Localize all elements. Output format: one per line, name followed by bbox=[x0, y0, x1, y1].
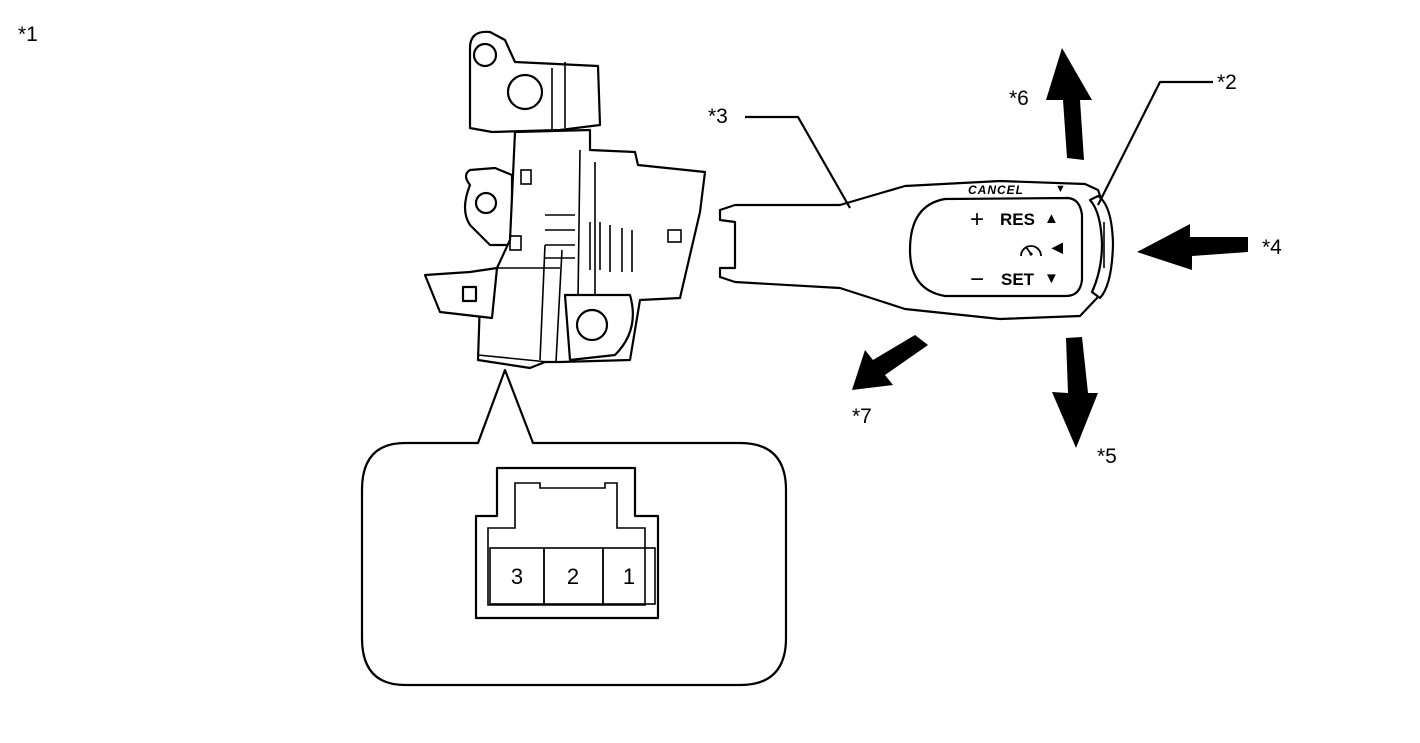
connector-pin-2: 2 bbox=[566, 564, 580, 589]
res-label: RES bbox=[1000, 210, 1035, 229]
connector-callout bbox=[360, 368, 788, 687]
cancel-marker-icon: ▼ bbox=[1055, 183, 1066, 195]
callout-1: *1 bbox=[18, 23, 38, 46]
plus-sign: + bbox=[970, 206, 985, 233]
set-down-marker-icon: ▼ bbox=[1044, 270, 1059, 287]
connector-pin-3: 3 bbox=[510, 564, 524, 589]
set-label: SET bbox=[1001, 270, 1035, 289]
speedometer-icon bbox=[1017, 238, 1045, 260]
cancel-label: CANCEL bbox=[968, 183, 1024, 197]
minus-sign: − bbox=[970, 266, 985, 293]
switch-body bbox=[423, 30, 707, 370]
arrow-up-6 bbox=[1046, 48, 1092, 160]
callout-6: *6 bbox=[1009, 87, 1029, 110]
main-left-marker-icon: ◀ bbox=[1052, 239, 1063, 255]
arrow-left-4 bbox=[1137, 224, 1248, 270]
callout-3: *3 bbox=[708, 105, 728, 128]
callout-7: *7 bbox=[852, 405, 872, 428]
connector-pin-1: 1 bbox=[622, 564, 636, 589]
arrow-down-5 bbox=[1052, 337, 1098, 448]
callout-2: *2 bbox=[1217, 71, 1237, 94]
lever-arm bbox=[718, 179, 1115, 321]
leader-lines bbox=[745, 80, 1213, 209]
callout-5: *5 bbox=[1097, 445, 1117, 468]
res-up-marker-icon: ▲ bbox=[1044, 210, 1059, 227]
arrow-diag-7 bbox=[852, 335, 928, 390]
callout-4: *4 bbox=[1262, 236, 1282, 259]
